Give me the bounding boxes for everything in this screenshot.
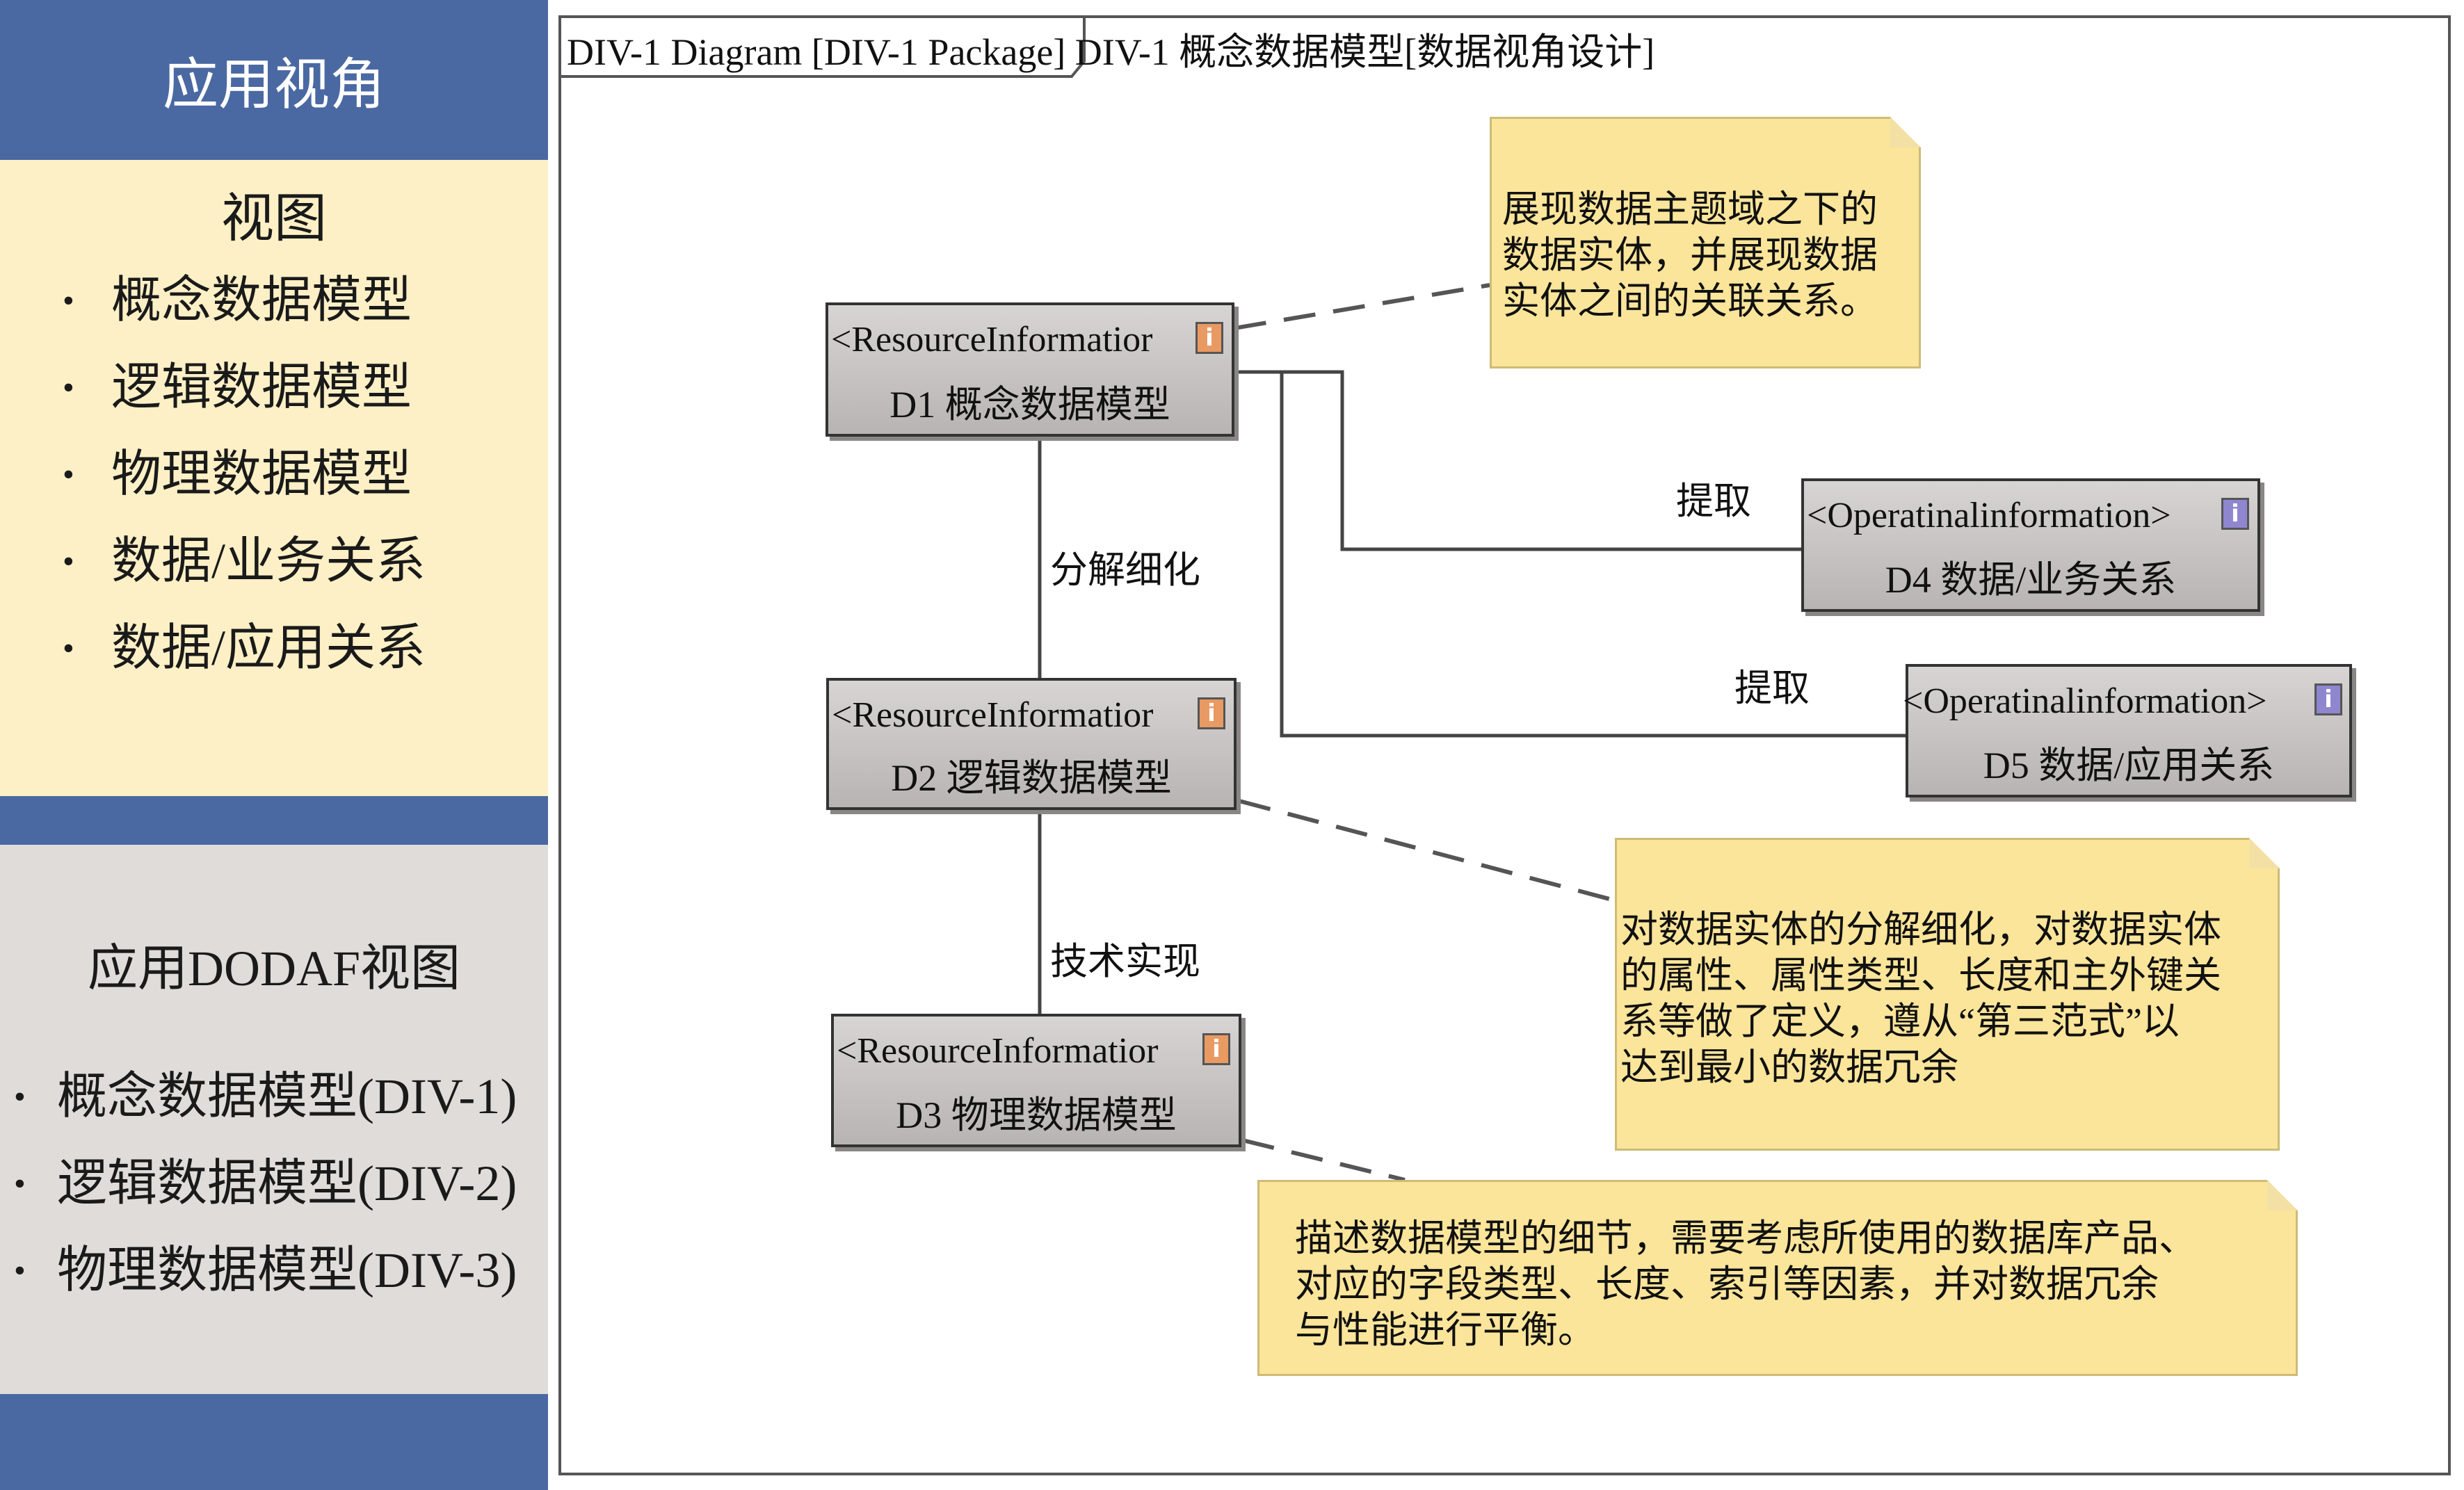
note-line: 描述数据模型的细节，需要考虑所使用的数据库产品、 (1295, 1217, 2196, 1259)
link-d1-d5[interactable] (1280, 372, 1906, 738)
dodaf-heading: 应用DODAF视图 (87, 941, 461, 996)
info-icon[interactable]: i (1202, 1033, 1230, 1065)
sidebar-divider (0, 796, 548, 845)
note-anchor-d2 (1239, 799, 1616, 902)
list-item: 概念数据模型 (63, 257, 426, 344)
block-d5[interactable]: <Operatinalinformation> i D5 数据/应用关系 (1903, 664, 2352, 797)
link-label-decompose: 分解细化 (1050, 549, 1200, 591)
note-anchor-d1 (1234, 283, 1490, 330)
sidebar-title: 应用视角 (0, 0, 548, 160)
link-d1-d4[interactable] (1234, 370, 1801, 551)
note-text-d1: 展现数据主题域之下的 数据实体，并展现数据 实体之间的关联关系。 (1502, 186, 1878, 324)
info-icon[interactable]: i (1198, 697, 1225, 729)
sidebar: 应用视角 视图 概念数据模型 逻辑数据模型 物理数据模型 数据/业务关系 数据/… (0, 0, 548, 1490)
block-d3[interactable]: <ResourceInformatior i D3 物理数据模型 (831, 1014, 1241, 1147)
link-label-extract-d4: 提取 (1676, 480, 1751, 522)
note-fold-icon (2267, 1180, 2298, 1210)
note-line: 与性能进行平衡。 (1295, 1309, 1595, 1351)
note-fold-icon (2249, 838, 2280, 868)
note-fold-icon (1890, 117, 1921, 147)
dodaf-panel: 应用DODAF视图 概念数据模型(DIV-1) 逻辑数据模型(DIV-2) 物理… (0, 845, 548, 1394)
views-heading: 视图 (221, 190, 327, 248)
block-stereotype: <Operatinalinformation> (1903, 681, 2267, 721)
block-stereotype: <Operatinalinformation> (1807, 496, 2171, 535)
views-panel: 视图 概念数据模型 逻辑数据模型 物理数据模型 数据/业务关系 数据/应用关系 (0, 160, 548, 796)
block-d1[interactable]: <ResourceInformatior i D1 概念数据模型 (826, 302, 1234, 437)
note-d3[interactable] (1257, 1180, 2298, 1376)
note-d1[interactable] (1490, 117, 1921, 369)
list-item: 概念数据模型(DIV-1) (14, 1053, 517, 1140)
sidebar-footer (0, 1394, 548, 1490)
note-anchor-d3 (1242, 1138, 1406, 1182)
block-name: D3 物理数据模型 (896, 1094, 1177, 1136)
link-label-implement: 技术实现 (1050, 941, 1200, 982)
info-icon[interactable]: i (1195, 322, 1223, 354)
frame-title: DIV-1 Diagram [DIV-1 Package] DIV-1 概念数据… (567, 31, 1655, 73)
note-text-d3: 描述数据模型的细节，需要考虑所使用的数据库产品、 对应的字段类型、长度、索引等因… (1295, 1215, 2196, 1353)
dodaf-list: 概念数据模型(DIV-1) 逻辑数据模型(DIV-2) 物理数据模型(DIV-3… (14, 1053, 517, 1314)
note-text-d2: 对数据实体的分解细化，对数据实体 的属性、属性类型、长度和主外键关 系等做了定义… (1620, 907, 2221, 1090)
info-icon[interactable]: i (2314, 683, 2342, 715)
note-line: 对数据实体的分解细化，对数据实体 (1620, 909, 2221, 950)
block-name: D5 数据/应用关系 (1983, 745, 2275, 786)
info-icon[interactable]: i (2221, 498, 2249, 530)
list-item: 逻辑数据模型 (63, 344, 426, 431)
frame-title-tab (560, 17, 1086, 78)
link-label-extract-d5: 提取 (1734, 667, 1810, 709)
block-name: D1 概念数据模型 (889, 384, 1170, 426)
views-list: 概念数据模型 逻辑数据模型 物理数据模型 数据/业务关系 数据/应用关系 (63, 257, 426, 692)
list-item: 逻辑数据模型(DIV-2) (14, 1140, 517, 1227)
note-line: 数据实体，并展现数据 (1502, 234, 1878, 276)
note-d2[interactable] (1615, 838, 2280, 1151)
note-line: 对应的字段类型、长度、索引等因素，并对数据冗余 (1295, 1263, 2159, 1305)
block-d2[interactable]: <ResourceInformatior i D2 逻辑数据模型 (826, 678, 1237, 810)
list-item: 物理数据模型(DIV-3) (14, 1227, 517, 1314)
block-d4[interactable]: <Operatinalinformation> i D4 数据/业务关系 (1801, 478, 2260, 612)
note-line: 系等做了定义，遵从“第三范式”以 (1620, 1001, 2180, 1042)
list-item: 物理数据模型 (63, 431, 426, 518)
block-name: D4 数据/业务关系 (1885, 559, 2177, 601)
block-stereotype: <ResourceInformatior (831, 320, 1153, 359)
block-stereotype: <ResourceInformatior (837, 1031, 1159, 1071)
list-item: 数据/应用关系 (63, 605, 426, 692)
list-item: 数据/业务关系 (63, 518, 426, 605)
note-line: 实体之间的关联关系。 (1502, 280, 1878, 322)
note-line: 展现数据主题域之下的 (1502, 188, 1878, 230)
note-line: 达到最小的数据冗余 (1620, 1046, 1958, 1088)
block-stereotype: <ResourceInformatior (832, 695, 1154, 735)
note-line: 的属性、属性类型、长度和主外键关 (1620, 955, 2221, 996)
block-name: D2 逻辑数据模型 (891, 757, 1172, 799)
